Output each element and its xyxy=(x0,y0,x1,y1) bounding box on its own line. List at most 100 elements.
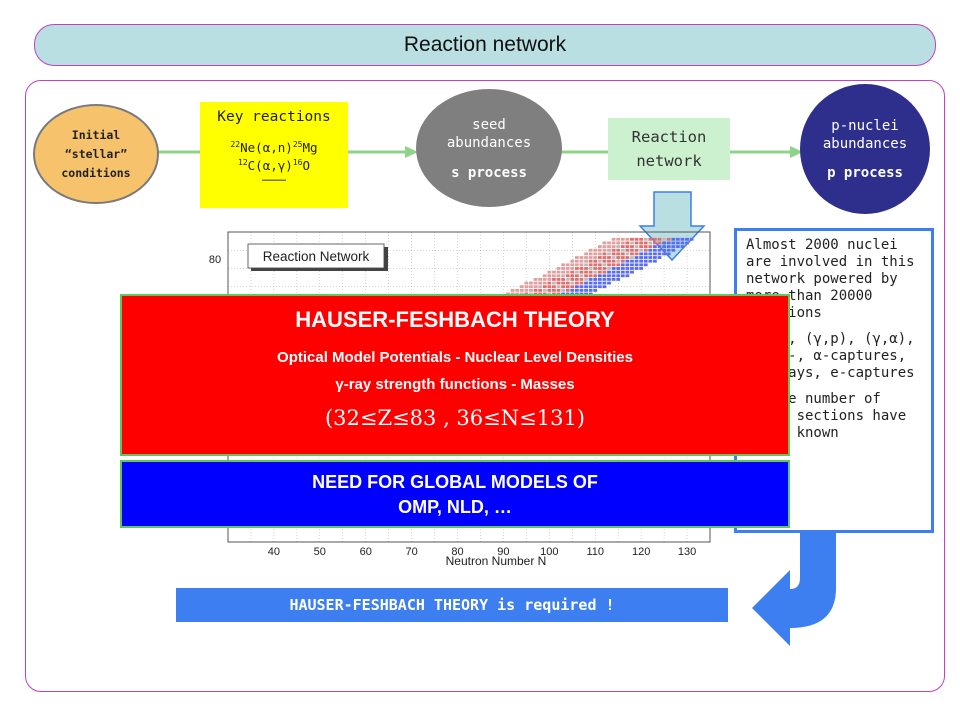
nucleus-cell xyxy=(625,241,630,245)
nucleus-cell xyxy=(529,281,533,285)
nucleus-cell xyxy=(588,256,593,259)
nucleus-cell xyxy=(602,259,607,263)
nucleus-cell xyxy=(584,259,588,263)
nucleus-cell xyxy=(648,252,653,256)
nucleus-cell xyxy=(657,237,662,241)
nucleus-cell xyxy=(639,252,644,256)
nucleus-cell xyxy=(666,252,671,256)
nucleus-cell xyxy=(625,267,630,270)
nucleus-cell xyxy=(639,256,644,259)
nucleus-cell xyxy=(653,241,657,245)
x-tick-label: 70 xyxy=(405,546,417,558)
nucleus-cell xyxy=(579,267,584,270)
nucleus-cell xyxy=(643,237,648,241)
nucleus-cell xyxy=(611,267,616,270)
nucleus-cell xyxy=(607,252,611,256)
nucleus-cell xyxy=(579,277,584,281)
nucleus-cell xyxy=(643,259,648,263)
nucleus-cell xyxy=(561,270,565,274)
seed-abundances-node: seed abundances s process xyxy=(416,89,562,207)
nucleus-cell xyxy=(570,263,575,267)
x-tick-label: 120 xyxy=(632,546,650,558)
nucleus-cell xyxy=(565,263,570,267)
nucleus-cell xyxy=(616,252,621,256)
nucleus-cell xyxy=(657,256,662,259)
key-reactions-title: Key reactions xyxy=(217,109,331,125)
nucleus-cell xyxy=(634,241,639,245)
nucleus-cell xyxy=(593,256,598,259)
nucleus-cell xyxy=(593,270,598,274)
nucleus-cell xyxy=(584,281,588,285)
nucleus-cell xyxy=(561,281,565,285)
nucleus-cell xyxy=(538,277,543,281)
nucleus-cell xyxy=(620,237,625,241)
nucleus-cell xyxy=(574,277,579,281)
nucleus-cell xyxy=(593,277,598,281)
network-label-2: network xyxy=(636,152,702,170)
nucleus-cell xyxy=(524,285,529,289)
nucleus-cell xyxy=(556,277,561,281)
nucleus-cell xyxy=(570,288,575,292)
nucleus-cell xyxy=(639,248,644,252)
nucleus-cell xyxy=(538,285,543,289)
nucleus-cell xyxy=(648,237,653,241)
nucleus-cell xyxy=(597,285,602,289)
nucleus-cell xyxy=(570,267,575,270)
nucleus-cell xyxy=(565,288,570,292)
initial-label-1: Initial xyxy=(71,127,121,142)
nucleus-cell xyxy=(542,274,547,278)
x-tick-label: 90 xyxy=(497,546,509,558)
nucleus-cell xyxy=(639,241,644,245)
nucleus-cell xyxy=(602,241,607,245)
reaction-ne22: 22Ne(α,n)25Mg xyxy=(230,140,318,156)
nucleus-cell xyxy=(625,245,630,249)
nucleus-cell xyxy=(556,274,561,278)
nucleus-cell xyxy=(579,270,584,274)
nucleus-cell xyxy=(593,288,598,292)
nucleus-cell xyxy=(570,270,575,274)
nucleus-cell xyxy=(533,281,538,285)
title-bar: Reaction network xyxy=(34,24,936,66)
nucleus-cell xyxy=(616,263,621,267)
nucleus-cell xyxy=(634,267,639,270)
nucleus-cell xyxy=(565,267,570,270)
nucleus-cell xyxy=(630,248,634,252)
nucleus-cell xyxy=(588,267,593,270)
nucleus-cell xyxy=(593,248,598,252)
nucleus-cell xyxy=(547,274,552,278)
nucleus-cell xyxy=(611,277,616,281)
nucleus-cell xyxy=(620,274,625,278)
nucleus-cell xyxy=(584,252,588,256)
nucleus-cell xyxy=(653,256,657,259)
nucleus-cell xyxy=(524,281,529,285)
nucleus-cell xyxy=(634,237,639,241)
nucleus-cell xyxy=(620,270,625,274)
nucleus-cell xyxy=(616,241,621,245)
nucleus-cell xyxy=(579,263,584,267)
nucleus-cell xyxy=(565,270,570,274)
nucleus-cell xyxy=(584,277,588,281)
chart-title: Reaction Network xyxy=(263,249,370,264)
p-nuclei-node: p-nuclei abundances p process xyxy=(800,84,930,214)
nucleus-cell xyxy=(611,241,616,245)
nucleus-cell xyxy=(602,245,607,249)
nucleus-cell xyxy=(607,281,611,285)
nucleus-cell xyxy=(574,267,579,270)
nucleus-cell xyxy=(547,277,552,281)
nucleus-cell xyxy=(680,237,685,241)
nucleus-cell xyxy=(625,274,630,278)
nucleus-cell xyxy=(542,285,547,289)
nucleus-cell xyxy=(533,277,538,281)
nucleus-cell xyxy=(657,241,662,245)
nucleus-cell xyxy=(574,263,579,267)
nucleus-cell xyxy=(547,285,552,289)
nucleus-cell xyxy=(685,241,689,245)
nucleus-cell xyxy=(611,245,616,249)
nucleus-cell xyxy=(519,285,524,289)
nucleus-cell xyxy=(666,237,671,241)
nucleus-cell xyxy=(588,277,593,281)
nucleus-cell xyxy=(593,281,598,285)
nucleus-cell xyxy=(643,252,648,256)
nucleus-cell xyxy=(625,248,630,252)
